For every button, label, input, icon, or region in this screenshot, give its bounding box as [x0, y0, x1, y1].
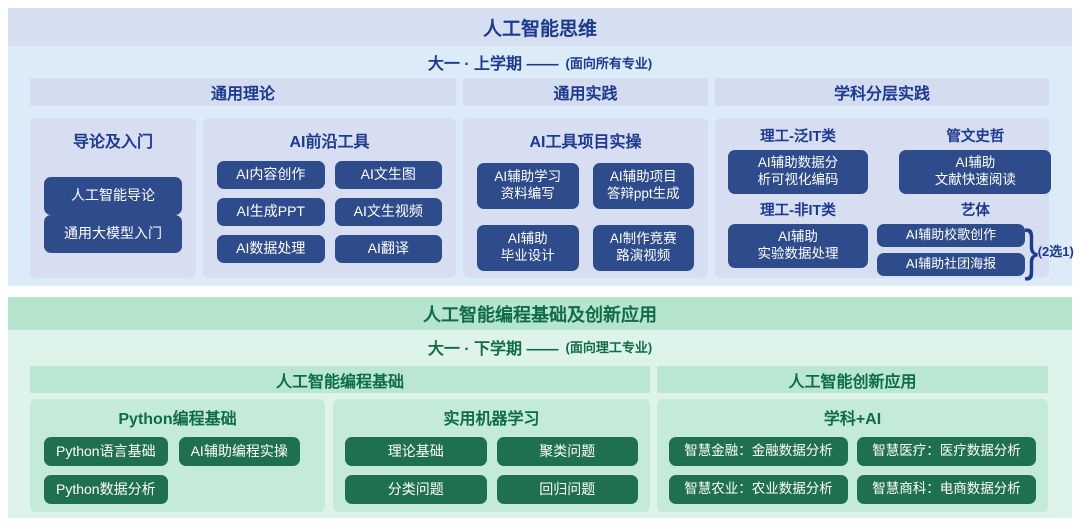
- panel-title: AI工具项目实操: [529, 134, 642, 151]
- course-box: AI辅助 毕业设计: [477, 225, 579, 271]
- panel-machine-learning: 实用机器学习 理论基础 聚类问题 分类问题 回归问题: [333, 399, 650, 512]
- section-title: 人工智能思维: [8, 8, 1072, 46]
- course-box: 智慧医疗：医疗数据分析: [857, 437, 1036, 466]
- panel-python: Python编程基础 Python语言基础 AI辅助编程实操 Python数据分…: [30, 399, 325, 512]
- discipline-label: 艺体: [960, 203, 990, 219]
- theory-panels: 导论及入门 人工智能导论 通用大模型入门 AI前沿工具 AI内容创作 AI文生图…: [30, 118, 456, 278]
- course-grid: 理论基础 聚类问题 分类问题 回归问题: [333, 429, 650, 504]
- course-rows: Python语言基础 AI辅助编程实操 Python数据分析: [30, 429, 325, 504]
- course-box: 聚类问题: [496, 437, 638, 466]
- course-box: AI辅助数据分 析可视化编码: [728, 150, 868, 194]
- group-innovation-apps: 人工智能创新应用 学科+AI 智慧金融：金融数据分析 智慧医疗：医疗数据分析 智…: [657, 363, 1048, 512]
- course-box: 智慧商科：电商数据分析: [857, 475, 1036, 504]
- course-box: AI辅助编程实操: [178, 437, 300, 466]
- group-programming-basics: 人工智能编程基础 Python编程基础 Python语言基础 AI辅助编程实操 …: [30, 363, 650, 512]
- discipline-cell-humanities: 管文史哲 AI辅助 文献快速阅读: [877, 122, 1074, 196]
- course-box: 回归问题: [496, 475, 638, 504]
- semester-subtitle: 大一 · 上学期 —— (面向所有专业): [8, 46, 1072, 78]
- panel-frontier-tools: AI前沿工具 AI内容创作 AI文生图 AI生成PPT AI文生视频 AI数据处…: [203, 118, 456, 278]
- section-title: 人工智能编程基础及创新应用: [8, 297, 1072, 330]
- section-ai-thinking: 人工智能思维 大一 · 上学期 —— (面向所有专业) 通用理论 导论及入门 人…: [8, 8, 1074, 286]
- group-discipline-practice: 学科分层实践 理工-泛IT类 AI辅助数据分 析可视化编码 管文史哲 AI辅助 …: [715, 78, 1074, 278]
- column-header-discipline: 学科分层实践: [715, 78, 1049, 106]
- panel-title: Python编程基础: [118, 411, 237, 428]
- audience-label: (面向理工专业): [565, 340, 653, 355]
- panel-title: AI前沿工具: [289, 134, 370, 151]
- course-box: AI内容创作: [217, 161, 325, 189]
- discipline-cell-it: 理工-泛IT类 AI辅助数据分 析可视化编码: [727, 122, 869, 196]
- audience-label: (面向所有专业): [565, 55, 653, 71]
- course-box: 通用大模型入门: [44, 215, 182, 253]
- choice-note: (2选1): [1037, 243, 1074, 259]
- course-box: 理论基础: [345, 437, 487, 466]
- course-box: Python语言基础: [44, 437, 168, 466]
- course-box: 智慧农业：农业数据分析: [669, 475, 848, 504]
- column-header-practice: 通用实践: [463, 78, 708, 106]
- discipline-label: 理工-非IT类: [760, 203, 836, 219]
- course-box: AI辅助 实验数据处理: [728, 224, 868, 268]
- course-box: 分类问题: [345, 475, 487, 504]
- course-box: AI数据处理: [217, 235, 325, 263]
- discipline-cell-non-it: 理工-非IT类 AI辅助 实验数据处理: [727, 196, 869, 278]
- course-box: AI辅助学习 资料编写: [477, 163, 579, 209]
- course-box: AI文生视频: [334, 198, 442, 226]
- panel-discipline: 理工-泛IT类 AI辅助数据分 析可视化编码 管文史哲 AI辅助 文献快速阅读 …: [715, 118, 1074, 278]
- course-box: Python数据分析: [44, 475, 168, 504]
- section-ai-programming: 人工智能编程基础及创新应用 大一 · 下学期 —— (面向理工专业) 人工智能编…: [8, 297, 1072, 518]
- choice-buttons: AI辅助校歌创作 AI辅助社团海报: [877, 224, 1025, 276]
- course-box: AI文生图: [334, 161, 442, 189]
- panel-intro: 导论及入门 人工智能导论 通用大模型入门: [30, 118, 196, 278]
- course-box: AI制作竞赛 路演视频: [592, 225, 694, 271]
- panel-title: 导论及入门: [72, 134, 153, 151]
- course-row: Python语言基础 AI辅助编程实操: [44, 437, 300, 466]
- column-header-theory: 通用理论: [30, 78, 456, 106]
- course-box: AI辅助 文献快速阅读: [899, 150, 1052, 194]
- course-grid: AI辅助学习 资料编写 AI辅助项目 答辩ppt生成 AI辅助 毕业设计 AI制…: [463, 152, 708, 271]
- group-general-practice: 通用实践 AI工具项目实操 AI辅助学习 资料编写 AI辅助项目 答辩ppt生成…: [463, 78, 708, 278]
- course-box: AI生成PPT: [217, 198, 325, 226]
- column-header-programming: 人工智能编程基础: [30, 366, 650, 393]
- course-box: AI辅助社团海报: [877, 253, 1025, 276]
- semester-subtitle: 大一 · 下学期 —— (面向理工专业): [8, 330, 1072, 363]
- course-grid: AI内容创作 AI文生图 AI生成PPT AI文生视频 AI数据处理 AI翻译: [203, 152, 456, 263]
- course-box: AI翻译: [334, 235, 442, 263]
- programming-panels: Python编程基础 Python语言基础 AI辅助编程实操 Python数据分…: [30, 399, 650, 512]
- panel-project-practice: AI工具项目实操 AI辅助学习 资料编写 AI辅助项目 答辩ppt生成 AI辅助…: [463, 118, 708, 278]
- course-box: AI辅助项目 答辩ppt生成: [592, 163, 694, 209]
- semester-label: 大一 · 上学期 ——: [427, 56, 559, 73]
- course-grid: 智慧金融：金融数据分析 智慧医疗：医疗数据分析 智慧农业：农业数据分析 智慧商科…: [657, 429, 1048, 504]
- discipline-label: 理工-泛IT类: [760, 129, 836, 145]
- columns-row: 通用理论 导论及入门 人工智能导论 通用大模型入门 AI前沿工具 AI内容创作 …: [8, 78, 1074, 278]
- columns-row: 人工智能编程基础 Python编程基础 Python语言基础 AI辅助编程实操 …: [8, 363, 1072, 512]
- course-box: AI辅助校歌创作: [877, 224, 1025, 247]
- course-box: 智慧金融：金融数据分析: [669, 437, 848, 466]
- panel-title: 学科+AI: [823, 411, 882, 428]
- choice-brace: }: [1024, 217, 1039, 281]
- discipline-label: 管文史哲: [946, 129, 1005, 145]
- column-header-innovation: 人工智能创新应用: [657, 366, 1048, 393]
- panel-title: 实用机器学习: [443, 411, 540, 428]
- discipline-cell-arts: 艺体 AI辅助校歌创作 AI辅助社团海报 } (2选1): [877, 196, 1074, 278]
- course-box: 人工智能导论: [44, 177, 182, 215]
- semester-label: 大一 · 下学期 ——: [427, 340, 559, 358]
- panel-discipline-ai: 学科+AI 智慧金融：金融数据分析 智慧医疗：医疗数据分析 智慧农业：农业数据分…: [657, 399, 1048, 512]
- group-general-theory: 通用理论 导论及入门 人工智能导论 通用大模型入门 AI前沿工具 AI内容创作 …: [30, 78, 456, 278]
- choice-row: AI辅助校歌创作 AI辅助社团海报 } (2选1): [877, 217, 1074, 281]
